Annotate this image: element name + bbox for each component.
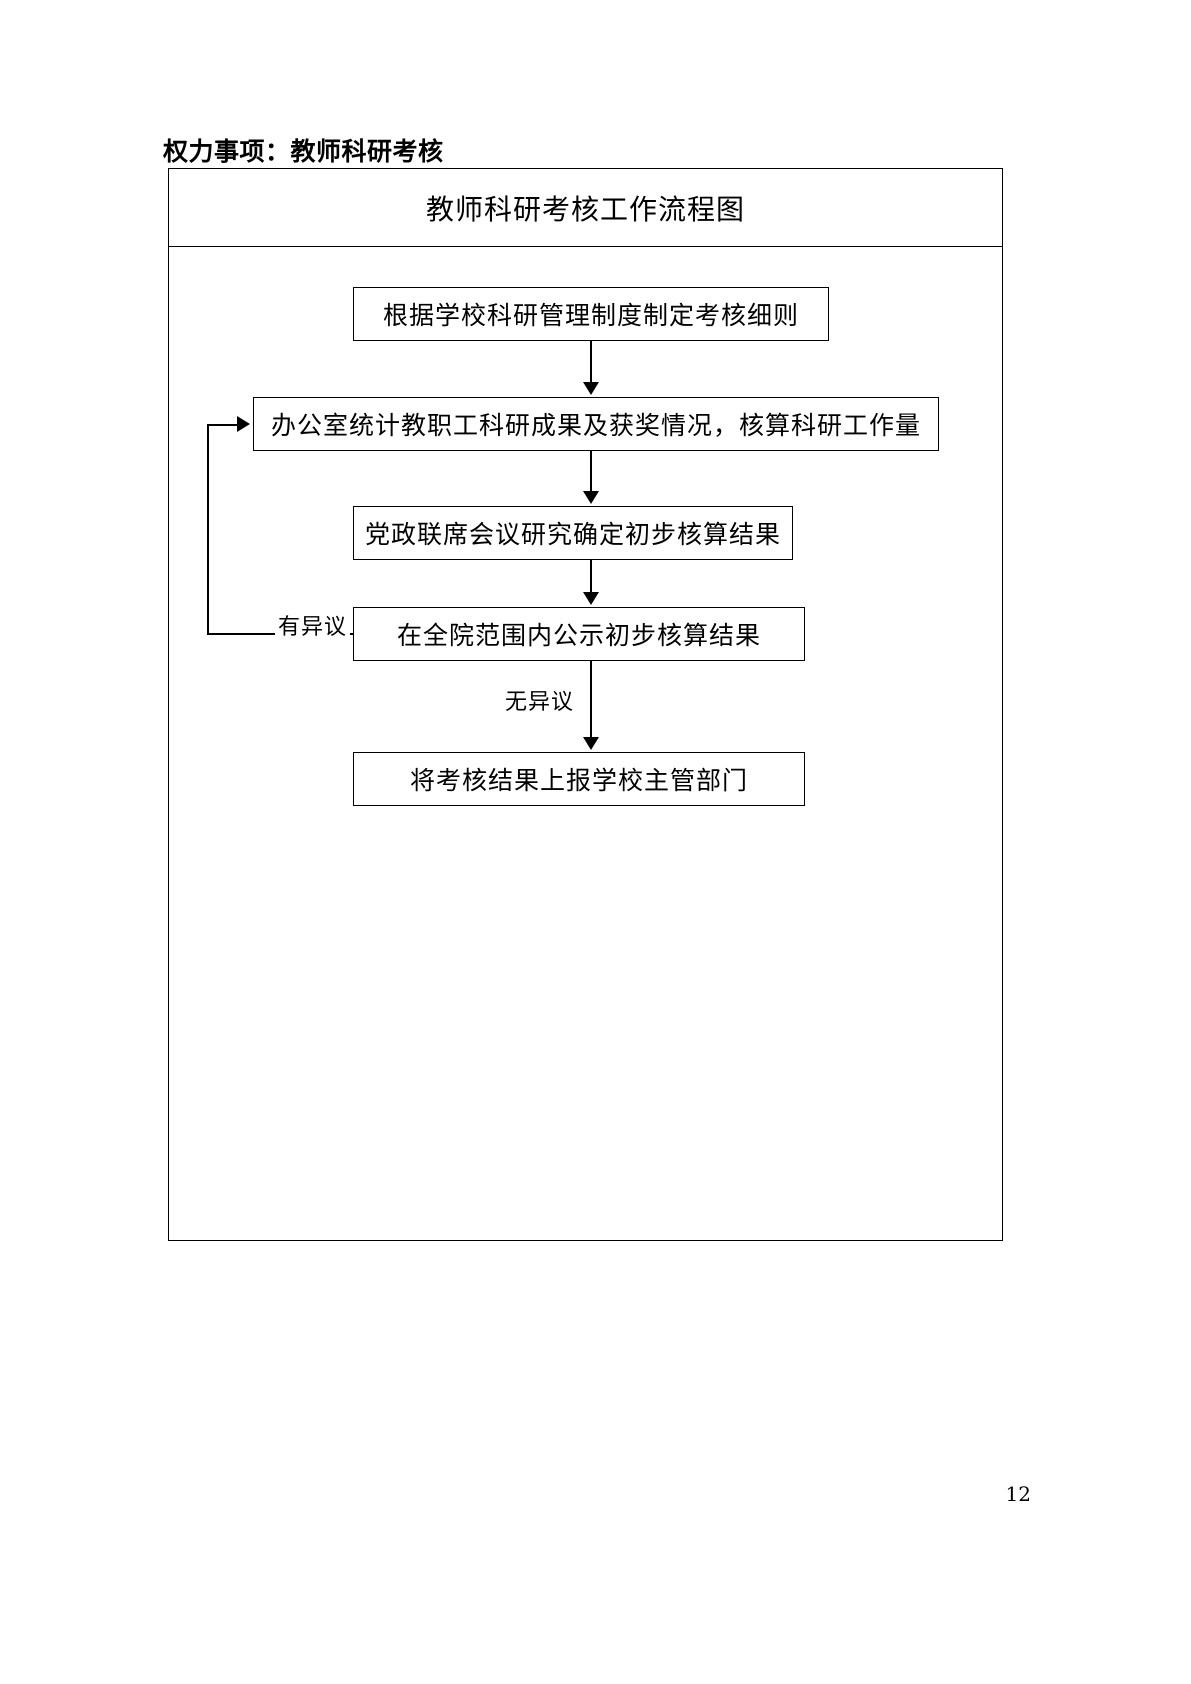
connector-node3-to-node4: [590, 560, 592, 594]
process-node-joint-meeting: 党政联席会议研究确定初步核算结果: [353, 506, 793, 560]
arrowhead-right-icon: [237, 416, 250, 432]
connector-node1-to-node2: [590, 341, 592, 385]
page-number: 12: [1005, 1482, 1031, 1506]
arrowhead-down-icon: [583, 382, 599, 395]
edge-label-no-objection: 无异议: [502, 684, 578, 716]
edge-label-objection: 有异议: [275, 609, 351, 641]
flowchart-title-band: 教师科研考核工作流程图: [169, 169, 1002, 247]
process-node-public-announcement: 在全院范围内公示初步核算结果: [353, 607, 805, 661]
arrowhead-down-icon: [583, 737, 599, 750]
flowchart-title: 教师科研考核工作流程图: [425, 192, 745, 226]
feedback-loop-vertical-segment: [207, 424, 209, 635]
flowchart-frame: 教师科研考核工作流程图 有异议 无异议 根据学校科研管理制度制定考核细则 办公室…: [168, 168, 1003, 1241]
arrowhead-down-icon: [583, 592, 599, 605]
page-heading: 权力事项：教师科研考核: [163, 137, 444, 166]
arrowhead-down-icon: [583, 491, 599, 504]
feedback-loop-top-segment: [207, 424, 239, 426]
process-node-define-rules: 根据学校科研管理制度制定考核细则: [353, 287, 829, 341]
process-node-office-statistics: 办公室统计教职工科研成果及获奖情况，核算科研工作量: [253, 397, 939, 451]
flowchart-canvas: 有异议 无异议 根据学校科研管理制度制定考核细则 办公室统计教职工科研成果及获奖…: [169, 247, 1002, 1242]
connector-node2-to-node3: [590, 451, 592, 493]
connector-node4-to-node5: [590, 661, 592, 739]
process-node-report-results: 将考核结果上报学校主管部门: [353, 752, 805, 806]
